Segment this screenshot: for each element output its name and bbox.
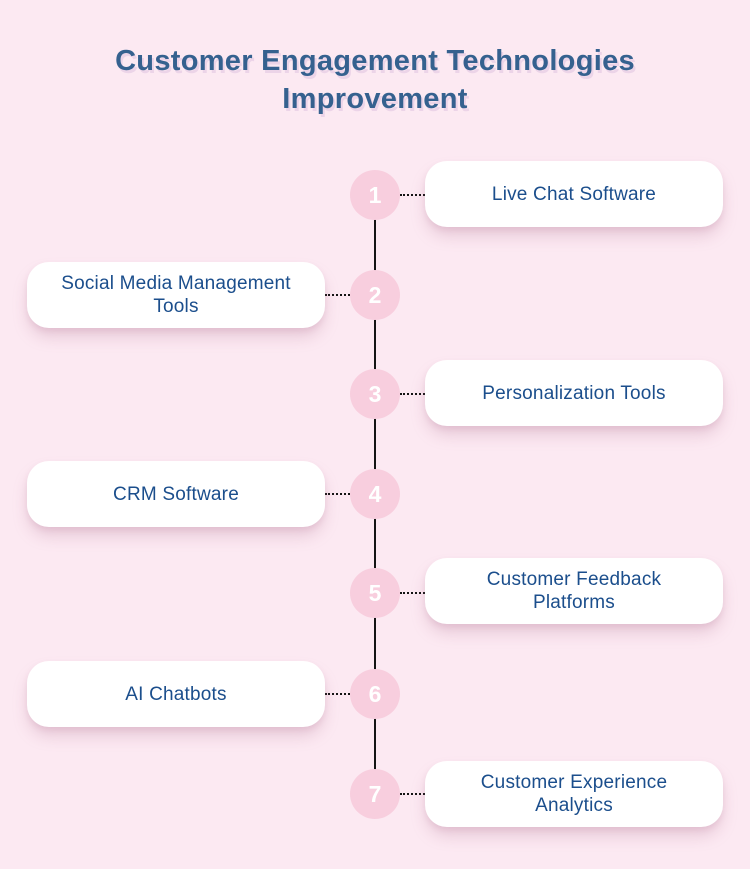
connector-6 [325, 693, 350, 695]
timeline-node-3: 3 [350, 369, 400, 419]
card-label: AI Chatbots [125, 683, 227, 705]
timeline-node-5: 5 [350, 568, 400, 618]
timeline-card-1: Live Chat Software [425, 161, 723, 227]
timeline-node-7: 7 [350, 769, 400, 819]
timeline-card-5: Customer Feedback Platforms [425, 558, 723, 624]
connector-5 [400, 592, 425, 594]
node-number: 7 [368, 780, 382, 807]
node-number: 4 [368, 480, 382, 507]
connector-7 [400, 793, 425, 795]
card-label: Live Chat Software [491, 183, 657, 205]
timeline-card-3: Personalization Tools [425, 360, 723, 426]
connector-1 [400, 194, 425, 196]
card-label: CRM Software [113, 483, 239, 505]
timeline-card-6: AI Chatbots [27, 661, 325, 727]
card-label: Social Media Management Tools [61, 273, 291, 317]
card-label: Customer Feedback Platforms [486, 569, 662, 613]
node-number: 6 [368, 680, 382, 707]
connector-3 [400, 393, 425, 395]
node-number: 1 [368, 181, 382, 208]
timeline-node-6: 6 [350, 669, 400, 719]
page-title: Customer Engagement Technologies Improve… [115, 45, 635, 115]
node-number: 2 [368, 281, 382, 308]
card-label: Customer Experience Analytics [480, 772, 668, 816]
timeline-node-1: 1 [350, 170, 400, 220]
card-label: Personalization Tools [482, 382, 666, 404]
timeline-node-4: 4 [350, 469, 400, 519]
connector-2 [325, 294, 350, 296]
timeline-card-4: CRM Software [27, 461, 325, 527]
node-number: 3 [368, 380, 382, 407]
timeline-card-2: Social Media Management Tools [27, 262, 325, 328]
timeline-card-7: Customer Experience Analytics [425, 761, 723, 827]
node-number: 5 [368, 579, 382, 606]
timeline-node-2: 2 [350, 270, 400, 320]
connector-4 [325, 493, 350, 495]
